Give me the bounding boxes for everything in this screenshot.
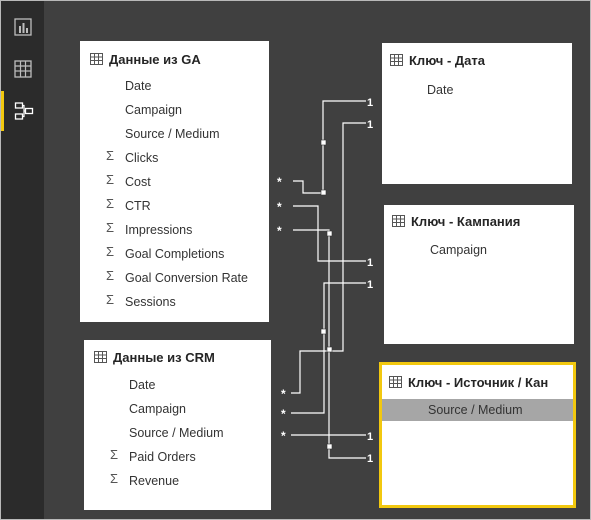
one-label: 1 [367,97,373,109]
field-goal-completions[interactable]: Goal Completions [125,247,225,261]
relationships-view-icon [14,102,34,120]
field-source-medium[interactable]: Source / Medium [129,426,224,440]
sum-icon: Σ [106,268,115,283]
rel-crm-campaign [291,282,366,414]
cross-filter-marker [326,346,333,353]
sum-icon: Σ [106,292,115,307]
table-card-crm[interactable]: Данные из CRM Date Campaign Source / Med… [84,340,271,510]
field-date[interactable]: Date [427,83,454,97]
table-header: Ключ - Кампания [392,211,520,231]
one-label: 1 [367,431,373,443]
table-card-key-campaign[interactable]: Ключ - Кампания Campaign [384,205,574,344]
table-icon [390,54,403,66]
field-ctr[interactable]: CTR [125,199,151,213]
field-impressions[interactable]: Impressions [125,223,193,237]
table-header: Данные из CRM [94,347,215,367]
one-label: 1 [367,257,373,269]
table-title: Ключ - Источник / Кан [408,374,549,390]
many-label: * [281,407,286,421]
table-header: Ключ - Источник / Кан [389,372,572,392]
many-label: * [281,387,286,401]
cross-filter-marker [320,328,327,335]
one-label: 1 [367,119,373,131]
field-campaign[interactable]: Campaign [129,402,186,416]
rel-ga-source [293,229,366,459]
field-campaign[interactable]: Campaign [125,103,182,117]
field-source-medium[interactable]: Source / Medium [428,403,523,417]
relationships-view-button[interactable] [1,91,44,131]
table-icon [94,351,107,363]
field-revenue[interactable]: Revenue [129,474,180,488]
many-label: * [277,224,282,238]
table-icon [389,376,402,388]
rel-crm-date [291,122,366,394]
sum-icon: Σ [106,244,115,259]
field-campaign[interactable]: Campaign [430,243,487,257]
one-label: 1 [367,453,373,465]
field-goal-conversion-rate[interactable]: Goal Conversion Rate [125,271,248,285]
sum-icon: Σ [110,447,119,462]
model-canvas[interactable]: * * * * * * 1 1 1 1 1 1 [44,1,590,519]
rel-ga-date [293,100,366,194]
table-title: Ключ - Дата [409,52,485,68]
field-cost[interactable]: Cost [125,175,151,189]
table-card-ga[interactable]: Данные из GA Date Campaign Source / Medi… [80,41,269,322]
many-label: * [281,429,286,443]
many-label: * [277,200,282,214]
sum-icon: Σ [110,471,119,486]
relationship-lines: * * * * * * 1 1 1 1 1 1 [277,97,373,465]
cross-filter-marker [326,443,333,450]
table-title: Данные из CRM [113,349,215,365]
view-rail [1,1,44,519]
one-label: 1 [367,279,373,291]
field-clicks[interactable]: Clicks [125,151,159,165]
field-date[interactable]: Date [125,79,152,93]
report-view-icon [13,18,32,36]
many-label: * [277,175,282,189]
sum-icon: Σ [106,220,115,235]
data-view-icon [13,60,32,78]
field-source-medium[interactable]: Source / Medium [125,127,220,141]
sum-icon: Σ [106,148,115,163]
table-icon [90,53,103,65]
cross-filter-marker [320,139,327,146]
table-icon [392,215,405,227]
rel-ga-campaign [293,205,366,262]
selected-field-highlight [382,399,573,421]
table-title: Ключ - Кампания [411,213,521,229]
field-date[interactable]: Date [129,378,156,392]
data-view-button[interactable] [1,49,44,89]
table-header: Данные из GA [90,49,201,69]
cross-filter-marker [320,189,327,196]
field-paid-orders[interactable]: Paid Orders [129,450,196,464]
table-title: Данные из GA [109,51,201,67]
table-card-key-date[interactable]: Ключ - Дата Date [382,43,572,184]
field-sessions[interactable]: Sessions [125,295,176,309]
table-card-key-source[interactable]: Ключ - Источник / Кан Source / Medium [379,362,576,508]
cross-filter-marker [326,230,333,237]
sum-icon: Σ [106,196,115,211]
report-view-button[interactable] [1,7,44,47]
sum-icon: Σ [106,172,115,187]
table-header: Ключ - Дата [390,50,485,70]
